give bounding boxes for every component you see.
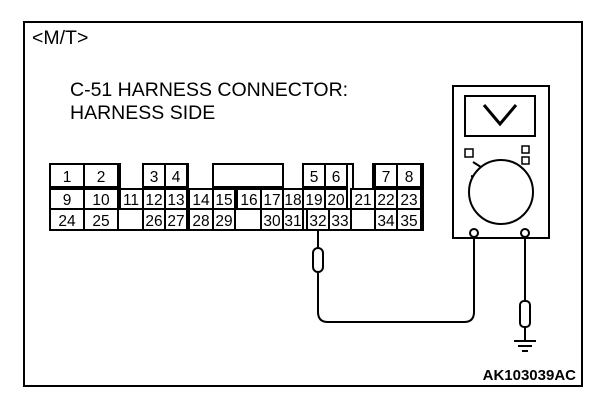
com-jack-icon — [469, 228, 479, 238]
pin-label: 27 — [167, 213, 184, 230]
figure-frame — [23, 21, 583, 387]
pin-label: 20 — [327, 192, 345, 209]
test-probe — [312, 230, 475, 323]
pin-label: 21 — [354, 192, 371, 209]
ground-symbol-icon — [514, 340, 536, 352]
pin-label: 2 — [97, 169, 106, 186]
pin-label: 12 — [145, 192, 162, 209]
pin-label: 16 — [240, 192, 257, 209]
volt-jack-icon — [520, 228, 530, 238]
pin-label: 1 — [63, 169, 72, 186]
ground-probe — [519, 300, 531, 328]
multimeter-display — [464, 95, 536, 137]
pin-label: 13 — [167, 192, 184, 209]
connector-row-2: 9 10 11 12 13 14 15 16 17 18 19 20 21 22… — [49, 188, 422, 210]
variant-label: <M/T> — [32, 27, 88, 49]
pin-label: 5 — [310, 169, 319, 186]
figure-code: AK103039AC — [483, 367, 577, 384]
pin-label: 9 — [63, 192, 72, 209]
v-symbol-icon — [482, 104, 518, 127]
connector-title-line2: HARNESS SIDE — [70, 102, 215, 124]
pin-label: 35 — [400, 213, 417, 230]
pin-label: 8 — [405, 169, 414, 186]
pin-label: 34 — [377, 213, 395, 230]
pin-label: 17 — [263, 192, 280, 209]
pin-label: 26 — [145, 213, 162, 230]
connector-row-3: 24 25 26 27 28 29 30 31 32 33 34 35 — [49, 208, 422, 231]
pin-label: 23 — [400, 192, 417, 209]
pin-label: 3 — [150, 169, 159, 186]
pin-label: 15 — [215, 192, 232, 209]
pin-label: 14 — [192, 192, 210, 209]
pin-label: 25 — [92, 213, 109, 230]
connector-title-line1: C-51 HARNESS CONNECTOR: — [70, 79, 348, 101]
pin-label: 29 — [215, 213, 232, 230]
pin-label: 4 — [172, 169, 181, 186]
pin-label: 31 — [284, 213, 301, 230]
rotary-dial — [468, 159, 534, 225]
pin-label: 11 — [123, 192, 139, 209]
selector-mark-icon — [464, 148, 474, 158]
selector-mark-icon — [521, 145, 530, 154]
selector-mark-icon — [521, 156, 530, 165]
pin-label: 30 — [263, 213, 281, 230]
pin-label: 7 — [382, 169, 391, 186]
connector-row-1: 1 2 3 4 5 6 7 8 — [49, 163, 422, 188]
pin-label: 24 — [58, 213, 76, 230]
pin-label: 28 — [192, 213, 209, 230]
multimeter — [452, 85, 550, 239]
pin-label: 32 — [309, 213, 326, 230]
ground-lead — [514, 237, 536, 352]
pin-label: 33 — [331, 213, 348, 230]
probe-lead-wire — [317, 234, 475, 323]
probe-tip — [312, 247, 324, 273]
pin-label: 6 — [332, 169, 341, 186]
pin-label: 22 — [377, 192, 394, 209]
harness-connector: 1 2 3 4 5 6 7 8 9 10 — [49, 163, 424, 231]
pin-label: 10 — [92, 192, 110, 209]
pin-label: 18 — [284, 192, 301, 209]
pin-label: 19 — [305, 192, 322, 209]
